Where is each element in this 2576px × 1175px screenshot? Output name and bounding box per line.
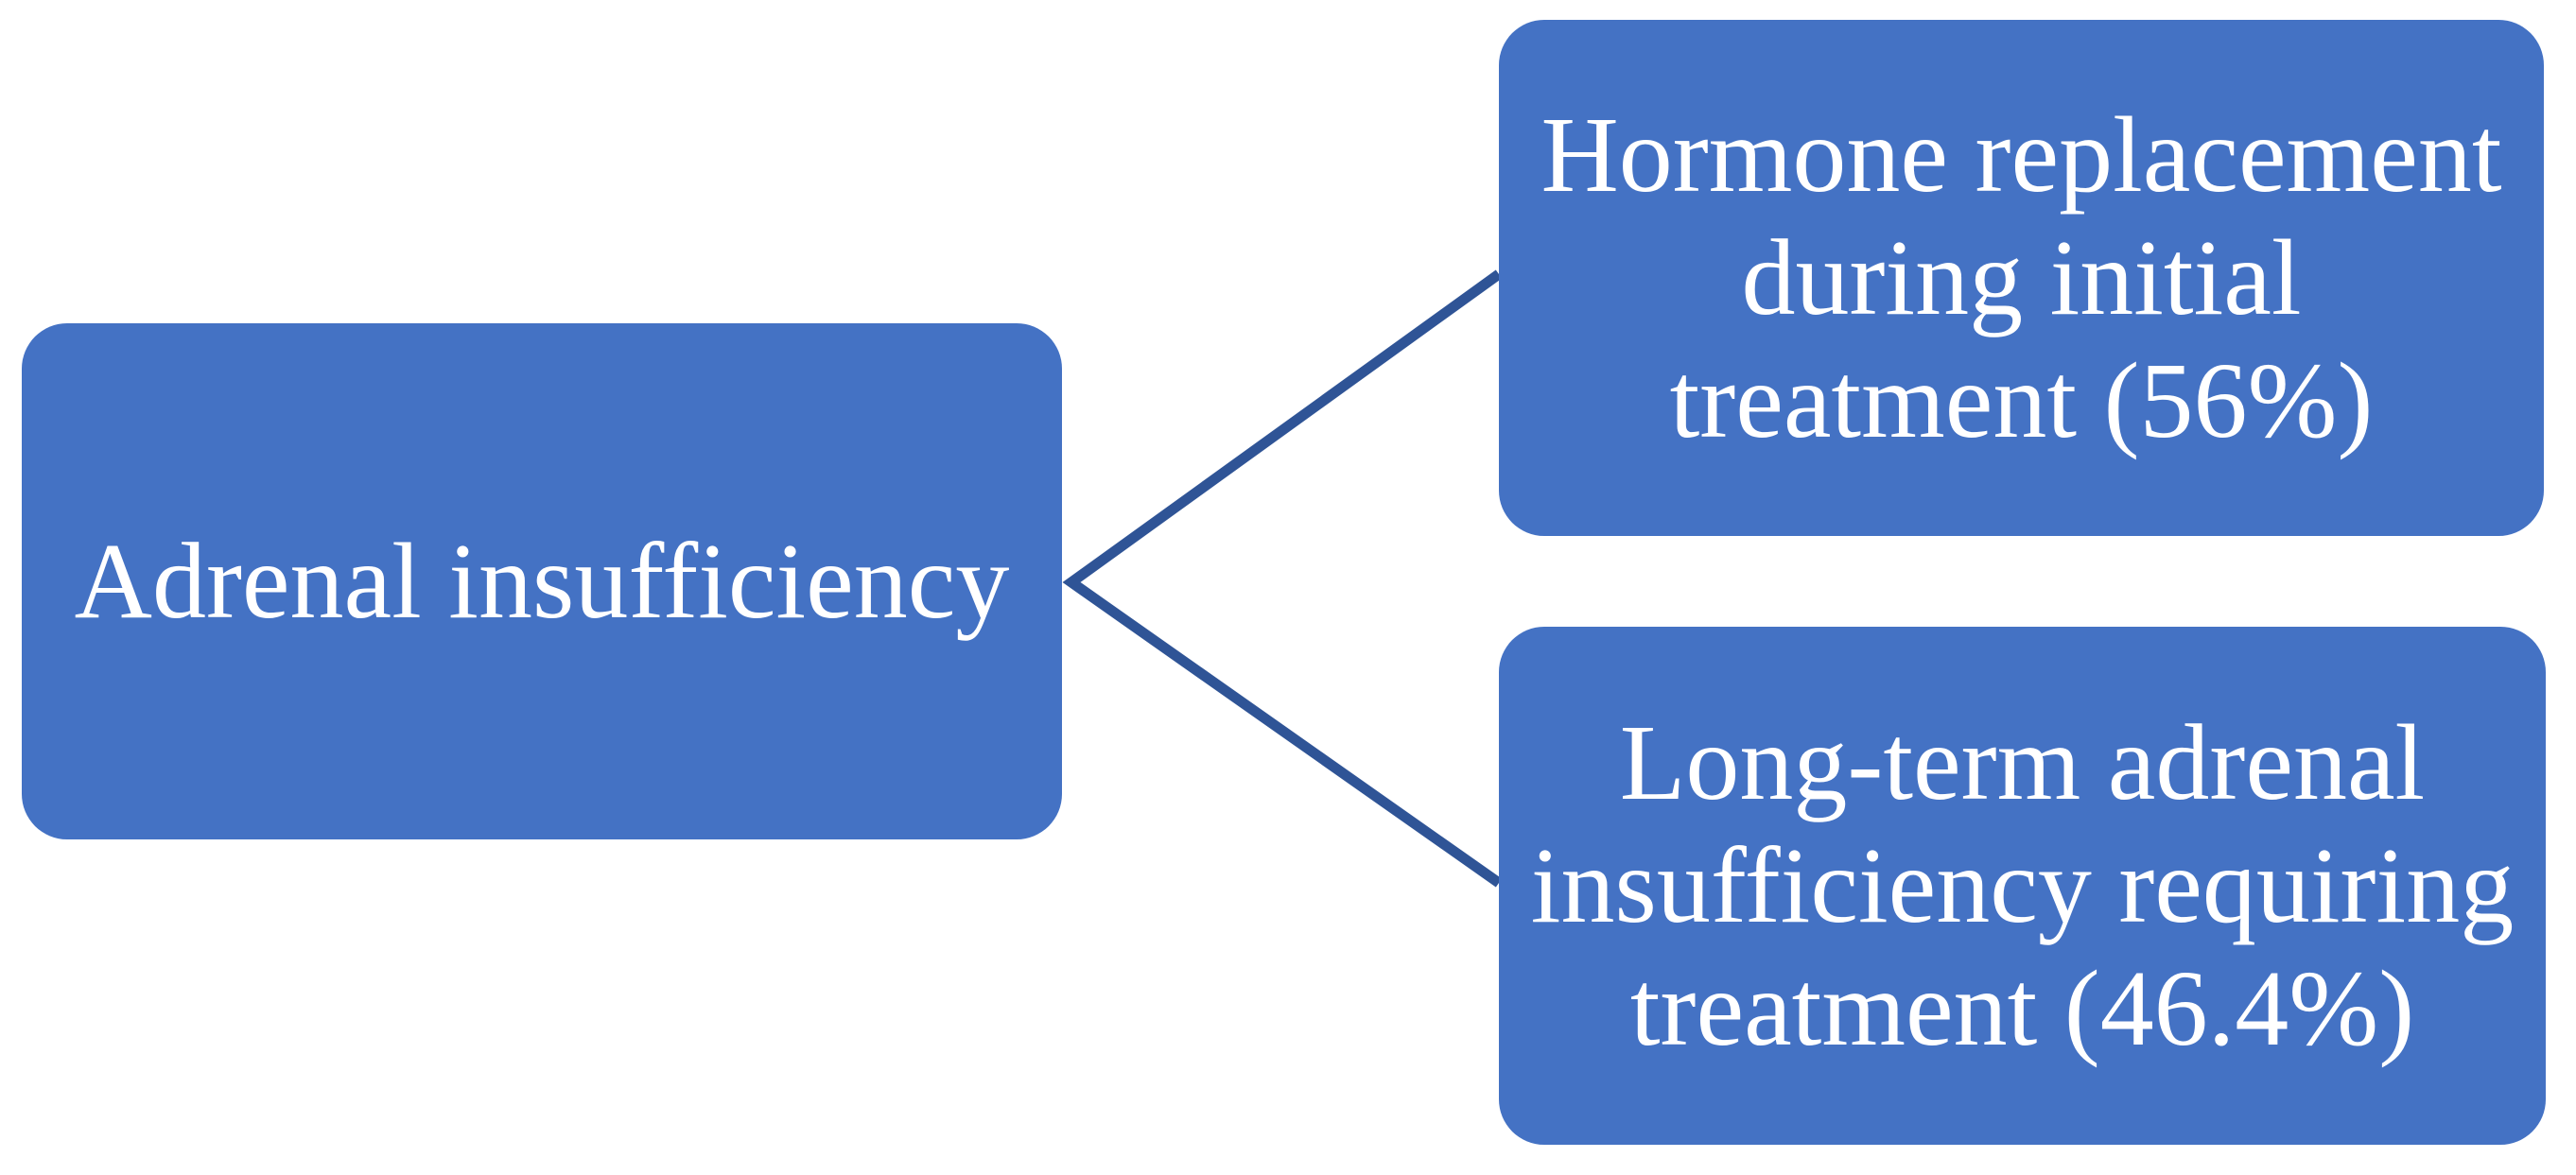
node-hormone-replacement: Hormone replacement during initial treat… [1499, 20, 2544, 536]
node-long-term-line-3: treatment (46.4%) [1629, 948, 2415, 1068]
node-long-term-line-2: insufficiency requiring [1530, 825, 2515, 945]
connector-chevron [1062, 269, 1503, 888]
node-long-term-line-1: Long-term adrenal [1619, 702, 2426, 822]
node-adrenal-insufficiency-label: Adrenal insufficiency [74, 521, 1010, 641]
node-hormone-replacement-line-3: treatment (56%) [1669, 340, 2374, 460]
node-hormone-replacement-line-2: during initial [1741, 217, 2302, 337]
node-adrenal-insufficiency: Adrenal insufficiency [22, 323, 1062, 839]
node-long-term-adrenal-insufficiency: Long-term adrenal insufficiency requirin… [1499, 627, 2546, 1145]
node-hormone-replacement-line-1: Hormone replacement [1540, 95, 2502, 215]
